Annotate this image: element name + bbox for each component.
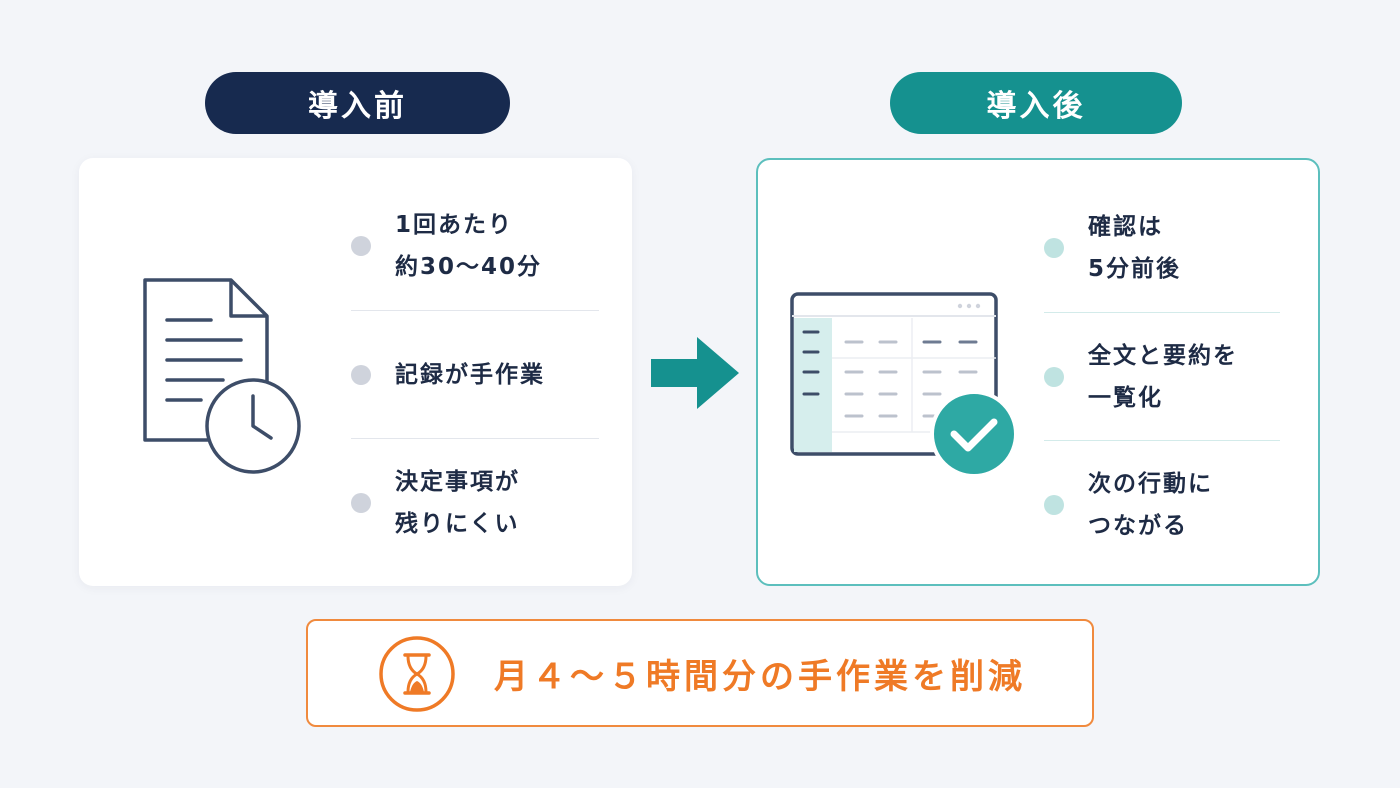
item-text: 次の行動に つながる (1088, 470, 1213, 539)
summary-box: 月４〜５時間分の手作業を削減 (306, 619, 1094, 727)
item-text: 1回あたり 約30〜40分 (395, 212, 543, 280)
list-item: 決定事項が 残りにくい (351, 438, 599, 566)
before-card: 1回あたり 約30〜40分 記録が手作業 決定事項が 残りにくい (79, 158, 632, 586)
list-item: 確認は 5分前後 (1044, 184, 1280, 312)
after-card: 確認は 5分前後 全文と要約を 一覧化 次の行動に つながる (756, 158, 1320, 586)
right-arrow-icon (651, 337, 739, 409)
summary-text: 月４〜５時間分の手作業を削減 (494, 656, 1026, 697)
bullet-dot (1044, 494, 1064, 515)
bullet-dot (1044, 366, 1064, 387)
after-item-list: 確認は 5分前後 全文と要約を 一覧化 次の行動に つながる (1044, 184, 1280, 568)
after-label: 導入後 (890, 72, 1182, 134)
item-text: 全文と要約を 一覧化 (1088, 342, 1238, 411)
item-text: 決定事項が 残りにくい (395, 468, 520, 537)
table-check-icon (790, 292, 1018, 478)
document-clock-icon (143, 278, 301, 474)
bullet-dot (351, 364, 371, 385)
before-item-list: 1回あたり 約30〜40分 記録が手作業 決定事項が 残りにくい (351, 182, 599, 566)
list-item: 記録が手作業 (351, 310, 599, 438)
before-label: 導入前 (205, 72, 510, 134)
item-text: 確認は 5分前後 (1088, 214, 1182, 282)
bullet-dot (351, 492, 371, 513)
list-item: 全文と要約を 一覧化 (1044, 312, 1280, 440)
hourglass-icon (379, 636, 455, 712)
bullet-dot (351, 236, 371, 256)
item-text: 記録が手作業 (395, 361, 545, 388)
bullet-dot (1044, 238, 1064, 258)
list-item: 1回あたり 約30〜40分 (351, 182, 599, 310)
list-item: 次の行動に つながる (1044, 440, 1280, 568)
